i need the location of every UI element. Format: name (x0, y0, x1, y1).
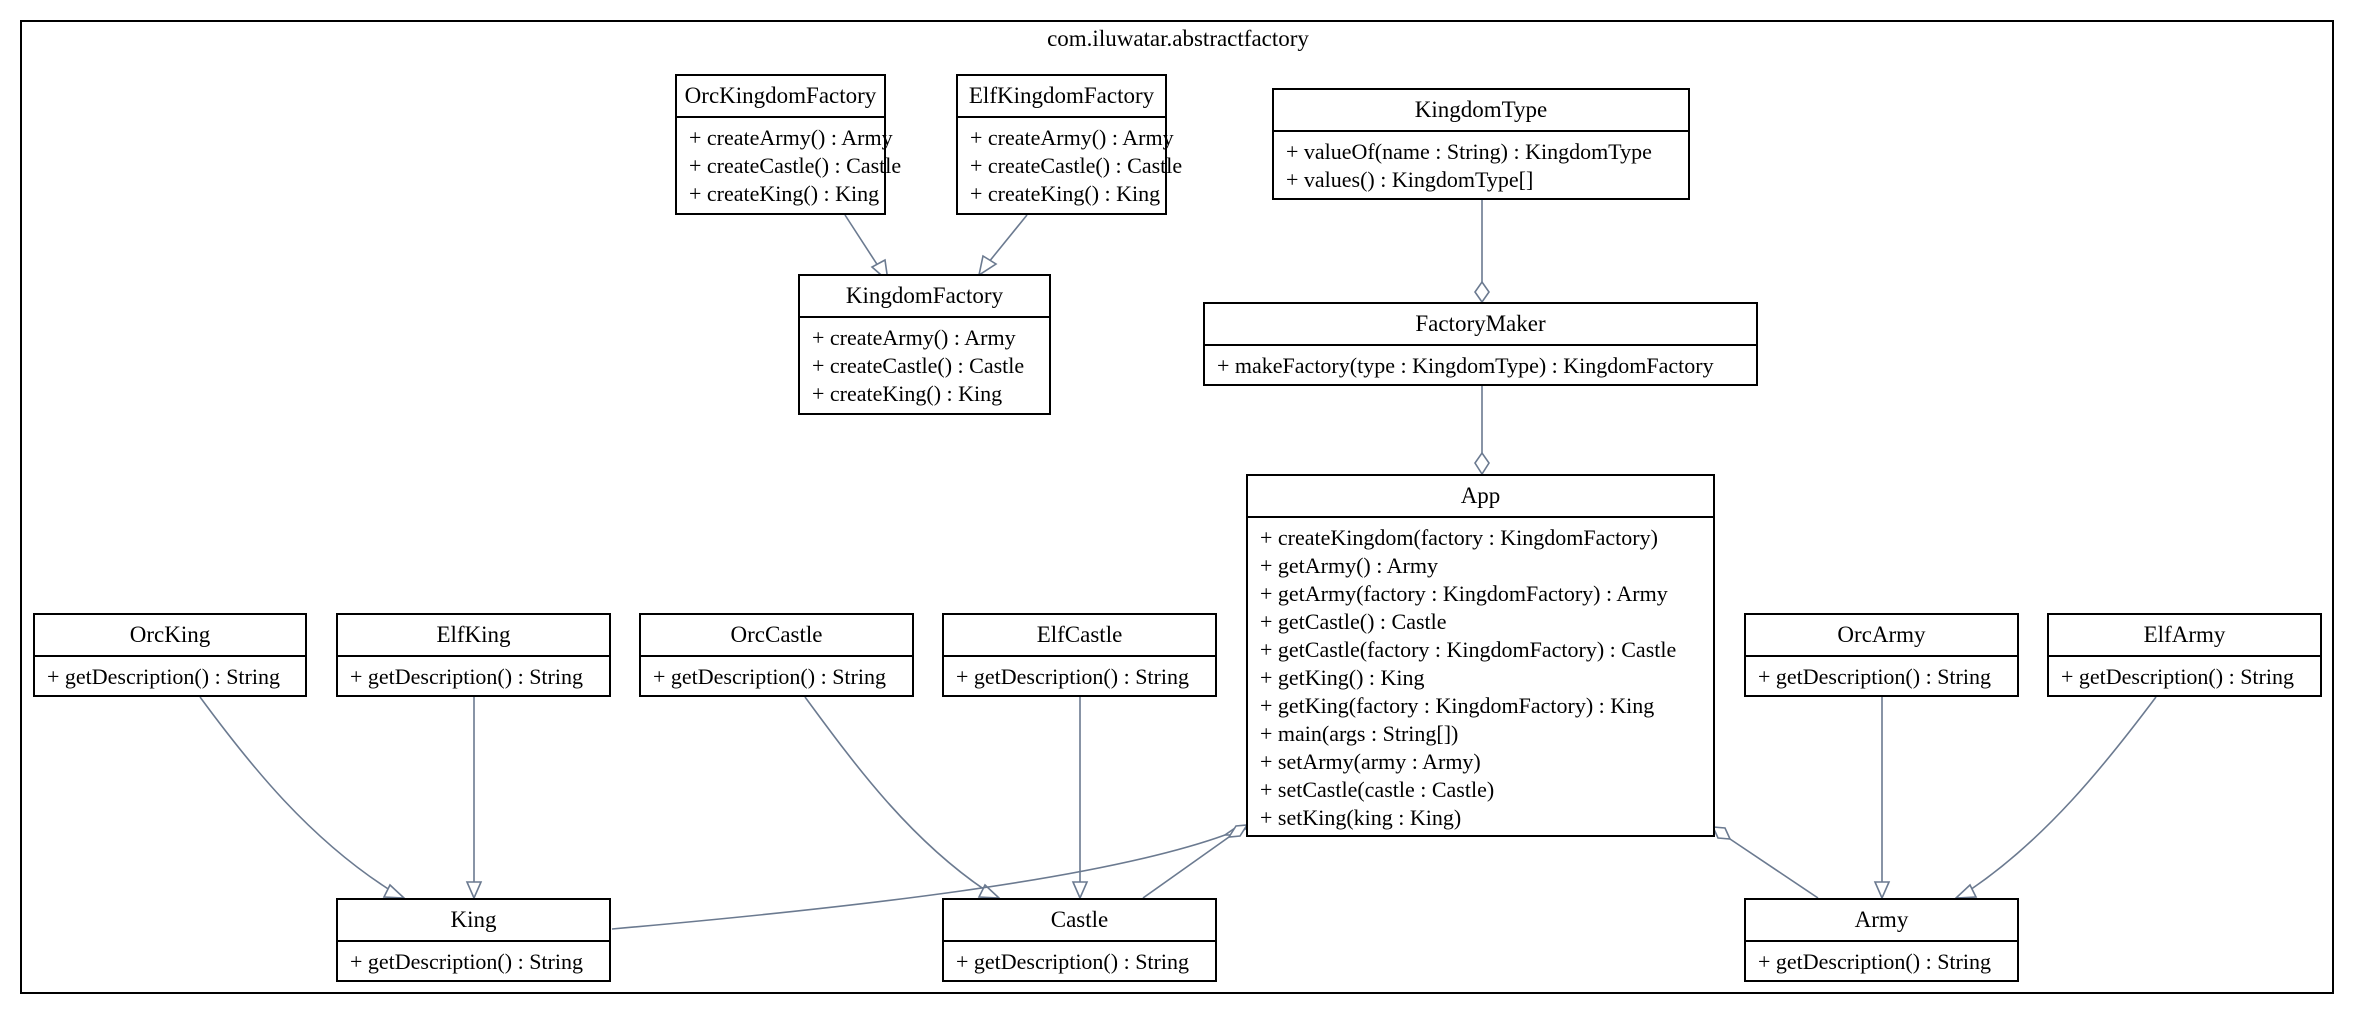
class-factorymaker[interactable]: FactoryMaker + makeFactory(type : Kingdo… (1203, 302, 1758, 386)
member-list: + getDescription() : String (944, 657, 1215, 691)
member-list: + getDescription() : String (2049, 657, 2320, 691)
class-name: OrcCastle (641, 615, 912, 657)
method: + getCastle() : Castle (1260, 609, 1447, 634)
arrowhead-army-1 (1873, 881, 1891, 900)
class-kingdomfactory[interactable]: KingdomFactory + createArmy() : Army + c… (798, 274, 1051, 415)
edge-castle-app (1142, 836, 1230, 899)
method: + getDescription() : String (2061, 664, 2294, 689)
member-list: + createKingdom(factory : KingdomFactory… (1248, 518, 1713, 832)
member-list: + getDescription() : String (338, 657, 609, 691)
class-name: OrcKingdomFactory (677, 76, 884, 118)
method: + createArmy() : Army (812, 325, 1016, 350)
method: + getDescription() : String (1758, 664, 1991, 689)
method: + getKing() : King (1260, 665, 1425, 690)
member-list: + makeFactory(type : KingdomType) : King… (1205, 346, 1756, 380)
class-name: Castle (944, 900, 1215, 942)
class-name: ElfArmy (2049, 615, 2320, 657)
method: + valueOf(name : String) : KingdomType (1286, 139, 1652, 164)
edge-orcking-king (199, 696, 394, 893)
class-name: ElfKing (338, 615, 609, 657)
class-name: KingdomType (1274, 90, 1688, 132)
method: + getDescription() : String (653, 664, 886, 689)
class-name: King (338, 900, 609, 942)
member-list: + valueOf(name : String) : KingdomType +… (1274, 132, 1688, 194)
method: + main(args : String[]) (1260, 721, 1459, 746)
class-army[interactable]: Army + getDescription() : String (1744, 898, 2019, 982)
method: + getKing(factory : KingdomFactory) : Ki… (1260, 693, 1655, 718)
class-app[interactable]: App + createKingdom(factory : KingdomFac… (1246, 474, 1715, 837)
diamond-factorymaker (1474, 280, 1490, 304)
method: + setKing(king : King) (1260, 805, 1462, 830)
class-orccastle[interactable]: OrcCastle + getDescription() : String (639, 613, 914, 697)
method: + getDescription() : String (1758, 949, 1991, 974)
arrowhead-army-2 (1953, 883, 1978, 899)
member-list: + getDescription() : String (641, 657, 912, 691)
method: + getDescription() : String (956, 949, 1189, 974)
diamond-app-top (1474, 451, 1490, 476)
class-orcking[interactable]: OrcKing + getDescription() : String (33, 613, 307, 697)
edge-army-app (1729, 838, 1819, 899)
package-frame (20, 20, 2334, 994)
method: + createCastle() : Castle (689, 153, 902, 178)
member-list: + createArmy() : Army + createCastle() :… (677, 118, 902, 208)
diamond-app-army (1711, 826, 1732, 840)
class-name: OrcKing (35, 615, 305, 657)
method: + createKingdom(factory : KingdomFactory… (1260, 525, 1658, 550)
class-elfarmy[interactable]: ElfArmy + getDescription() : String (2047, 613, 2322, 697)
package-title: com.iluwatar.abstractfactory (1047, 26, 1309, 51)
member-list: + getDescription() : String (35, 657, 305, 691)
method: + makeFactory(type : KingdomType) : King… (1217, 353, 1714, 378)
class-name: Army (1746, 900, 2017, 942)
class-elfking[interactable]: ElfKing + getDescription() : String (336, 613, 611, 697)
method: + values() : KingdomType[] (1286, 167, 1534, 192)
member-list: + createArmy() : Army + createCastle() :… (958, 118, 1183, 208)
edge-orckingdomfactory-kingdomfactory (844, 214, 883, 273)
class-name: KingdomFactory (800, 276, 1049, 318)
arrowhead-king-1 (382, 883, 407, 899)
method: + getArmy() : Army (1260, 553, 1438, 578)
edge-orccastle-castle (804, 696, 989, 893)
class-elfcastle[interactable]: ElfCastle + getDescription() : String (942, 613, 1217, 697)
method: + createArmy() : Army (689, 125, 893, 150)
class-castle[interactable]: Castle + getDescription() : String (942, 898, 1217, 982)
class-orckingdomfactory[interactable]: OrcKingdomFactory + createArmy() : Army … (675, 74, 902, 215)
edge-elfkingdomfactory-kingdomfactory (983, 214, 1028, 269)
class-name: ElfKingdomFactory (958, 76, 1165, 118)
method: + getDescription() : String (350, 664, 583, 689)
edge-elfarmy-army (1966, 696, 2157, 893)
diamond-app-castle (1227, 824, 1249, 838)
method: + createArmy() : Army (970, 125, 1174, 150)
class-king[interactable]: King + getDescription() : String (336, 898, 611, 982)
class-orcarmy[interactable]: OrcArmy + getDescription() : String (1744, 613, 2019, 697)
member-list: + createArmy() : Army + createCastle() :… (800, 318, 1049, 408)
method: + createKing() : King (812, 381, 1003, 406)
method: + setArmy(army : Army) (1260, 749, 1481, 774)
method: + setCastle(castle : Castle) (1260, 777, 1495, 802)
arrowhead-king-2 (465, 881, 483, 900)
class-kingdomtype[interactable]: KingdomType + valueOf(name : String) : K… (1272, 88, 1690, 200)
arrowhead-castle-2 (1071, 881, 1089, 900)
member-list: + getDescription() : String (944, 942, 1215, 976)
member-list: + getDescription() : String (338, 942, 609, 976)
member-list: + getDescription() : String (1746, 657, 2017, 691)
method: + getDescription() : String (47, 664, 280, 689)
class-elfkingdomfactory[interactable]: ElfKingdomFactory + createArmy() : Army … (956, 74, 1183, 215)
method: + getDescription() : String (350, 949, 583, 974)
method: + getDescription() : String (956, 664, 1189, 689)
method: + createCastle() : Castle (970, 153, 1183, 178)
class-name: ElfCastle (944, 615, 1215, 657)
edge-king-app (611, 834, 1226, 930)
class-name: App (1248, 476, 1713, 518)
method: + createCastle() : Castle (812, 353, 1025, 378)
method: + getArmy(factory : KingdomFactory) : Ar… (1260, 581, 1668, 606)
method: + createKing() : King (970, 181, 1161, 206)
class-name: OrcArmy (1746, 615, 2017, 657)
method: + createKing() : King (689, 181, 880, 206)
member-list: + getDescription() : String (1746, 942, 2017, 976)
class-name: FactoryMaker (1205, 304, 1756, 346)
arrowhead-kingdomfactory-2 (977, 254, 998, 277)
method: + getCastle(factory : KingdomFactory) : … (1260, 637, 1677, 662)
